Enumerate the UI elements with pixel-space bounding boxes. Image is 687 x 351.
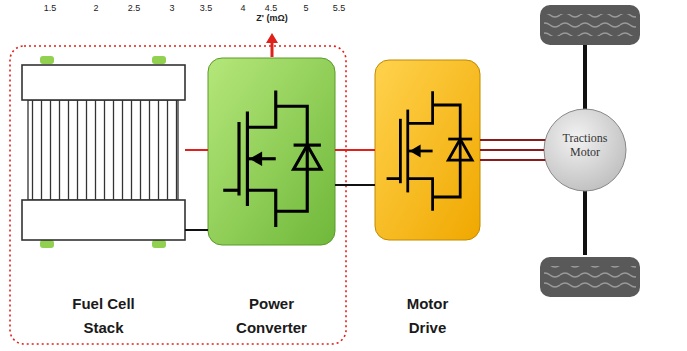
axis-tick-label: 1.5 — [44, 3, 57, 13]
axis-tick-label: 2.5 — [128, 3, 141, 13]
wire-line — [185, 149, 208, 151]
axis-title: Z' (mΩ) — [256, 13, 287, 23]
fuel-cell-stack: Fuel Cell Stack — [22, 65, 185, 240]
component-label: Power Converter — [224, 292, 319, 340]
component-label: Motor Drive — [393, 292, 463, 340]
motor-label: Tractions Motor — [551, 131, 619, 159]
wire-line — [185, 229, 208, 231]
axis-tick-label: 5.5 — [333, 3, 346, 13]
power-wire — [480, 140, 545, 160]
axis-tick-label: 5 — [303, 3, 308, 13]
axis-tick-label: 4.5 — [265, 3, 278, 13]
motor-drive: Motor Drive — [375, 60, 480, 240]
component-label: Fuel Cell Stack — [59, 292, 149, 340]
power-converter: Power Converter — [208, 58, 335, 245]
axis-tick-label: 3 — [169, 3, 174, 13]
wire-line — [335, 184, 375, 186]
power-wire — [185, 150, 208, 230]
wire-line — [480, 159, 545, 161]
traction-motor: Tractions Motor — [544, 109, 626, 191]
axis-tick-label: 2 — [93, 3, 98, 13]
wire-line — [480, 139, 545, 141]
power-wire — [335, 150, 375, 185]
wire-line — [480, 149, 544, 151]
axis-tick-label: 3.5 — [200, 3, 213, 13]
wire-line — [335, 149, 375, 151]
axis-tick-label: 4 — [240, 3, 245, 13]
